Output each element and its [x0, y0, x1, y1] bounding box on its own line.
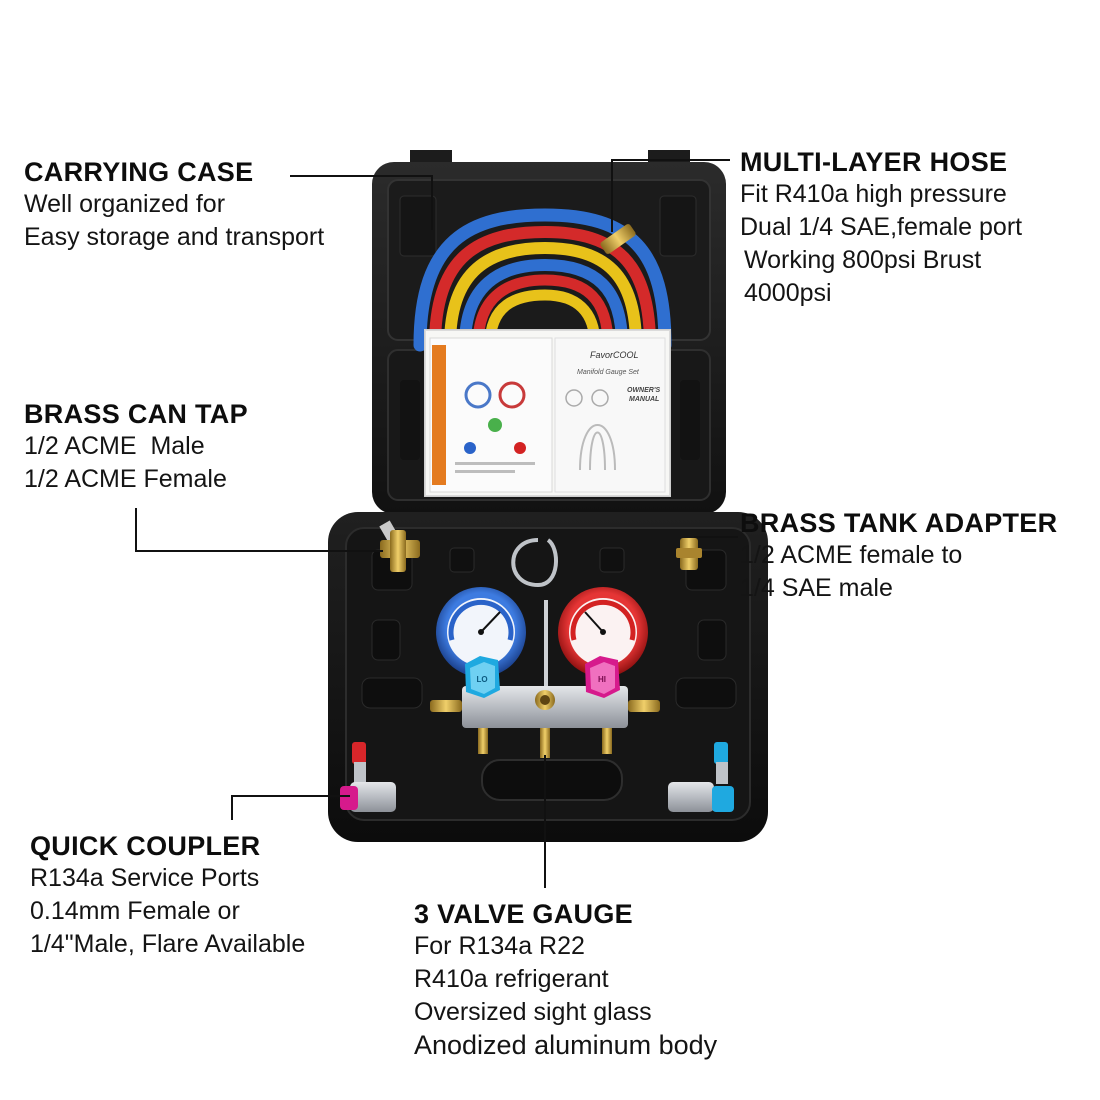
low-pressure-gauge — [436, 587, 526, 677]
callout-line: Oversized sight glass — [414, 998, 652, 1026]
hose-coil — [413, 208, 672, 352]
callout-line: 1/2 ACME Female — [24, 465, 227, 493]
callout-line: 1/4"Male, Flare Available — [30, 930, 306, 958]
callout-line: Anodized aluminum body — [414, 1030, 718, 1060]
callout-line: Dual 1/4 SAE,female port — [740, 213, 1023, 241]
callout-line: Well organized for — [24, 190, 226, 218]
callout-quick-coupler: QUICK COUPLER R134a Service Ports 0.14mm… — [30, 830, 305, 961]
manual-heading-line1: OWNER'S — [627, 387, 660, 394]
callout-line: R410a refrigerant — [414, 965, 609, 993]
low-cap-label: LO — [476, 675, 487, 684]
callout-line: Easy storage and transport — [24, 223, 325, 251]
leader-lines — [135, 159, 738, 888]
callout-line: 1/4 SAE male — [740, 574, 893, 602]
callout-title: MULTI-LAYER HOSE — [740, 147, 1008, 177]
callout-title: QUICK COUPLER — [30, 831, 261, 861]
manual-brand: FavorCOOL — [590, 350, 639, 360]
high-pressure-gauge — [558, 587, 648, 677]
leader-hose — [611, 159, 730, 232]
callout-title: 3 VALVE GAUGE — [414, 899, 633, 929]
brass-tank-adapter — [676, 538, 702, 570]
owners-manual: FavorCOOL Manifold Gauge Set OWNER'S MAN… — [424, 329, 671, 497]
low-side-knob: LO — [465, 656, 500, 698]
callout-title: BRASS TANK ADAPTER — [740, 508, 1058, 538]
callout-multi-layer-hose: MULTI-LAYER HOSE Fit R410a high pressure… — [740, 146, 1022, 310]
high-side-knob: HI — [585, 656, 620, 698]
callout-line: 0.14mm Female or — [30, 897, 240, 925]
high-cap-label: HI — [598, 675, 606, 684]
callout-line: Working 800psi Brust — [744, 246, 982, 274]
callout-brass-tank-adapter: BRASS TANK ADAPTER 1/2 ACME female to 1/… — [740, 507, 1057, 605]
callout-line: 1/2 ACME female to — [740, 541, 963, 569]
callout-line: Fit R410a high pressure — [740, 180, 1007, 208]
callout-line: For R134a R22 — [414, 932, 585, 960]
callout-line: R134a Service Ports — [30, 864, 260, 892]
brass-can-tap — [379, 520, 420, 572]
manual-heading-line2: MANUAL — [629, 396, 659, 403]
leader-quick-coupler — [231, 795, 350, 820]
quick-coupler-high — [668, 742, 734, 812]
callout-carrying-case: CARRYING CASE Well organized for Easy st… — [24, 156, 324, 254]
callout-title: BRASS CAN TAP — [24, 399, 248, 429]
callout-title: CARRYING CASE — [24, 157, 254, 187]
manifold-body — [430, 686, 660, 758]
callout-brass-can-tap: BRASS CAN TAP 1/2 ACME Male 1/2 ACME Fem… — [24, 398, 248, 496]
callout-line: 4000psi — [744, 279, 832, 307]
manual-subtitle: Manifold Gauge Set — [577, 369, 640, 376]
callout-3-valve-gauge: 3 VALVE GAUGE For R134a R22 R410a refrig… — [414, 898, 717, 1062]
callout-line: 1/2 ACME Male — [24, 432, 205, 460]
quick-coupler-low — [340, 742, 396, 812]
leader-can-tap — [135, 508, 383, 552]
leader-carrying-case — [290, 175, 433, 230]
